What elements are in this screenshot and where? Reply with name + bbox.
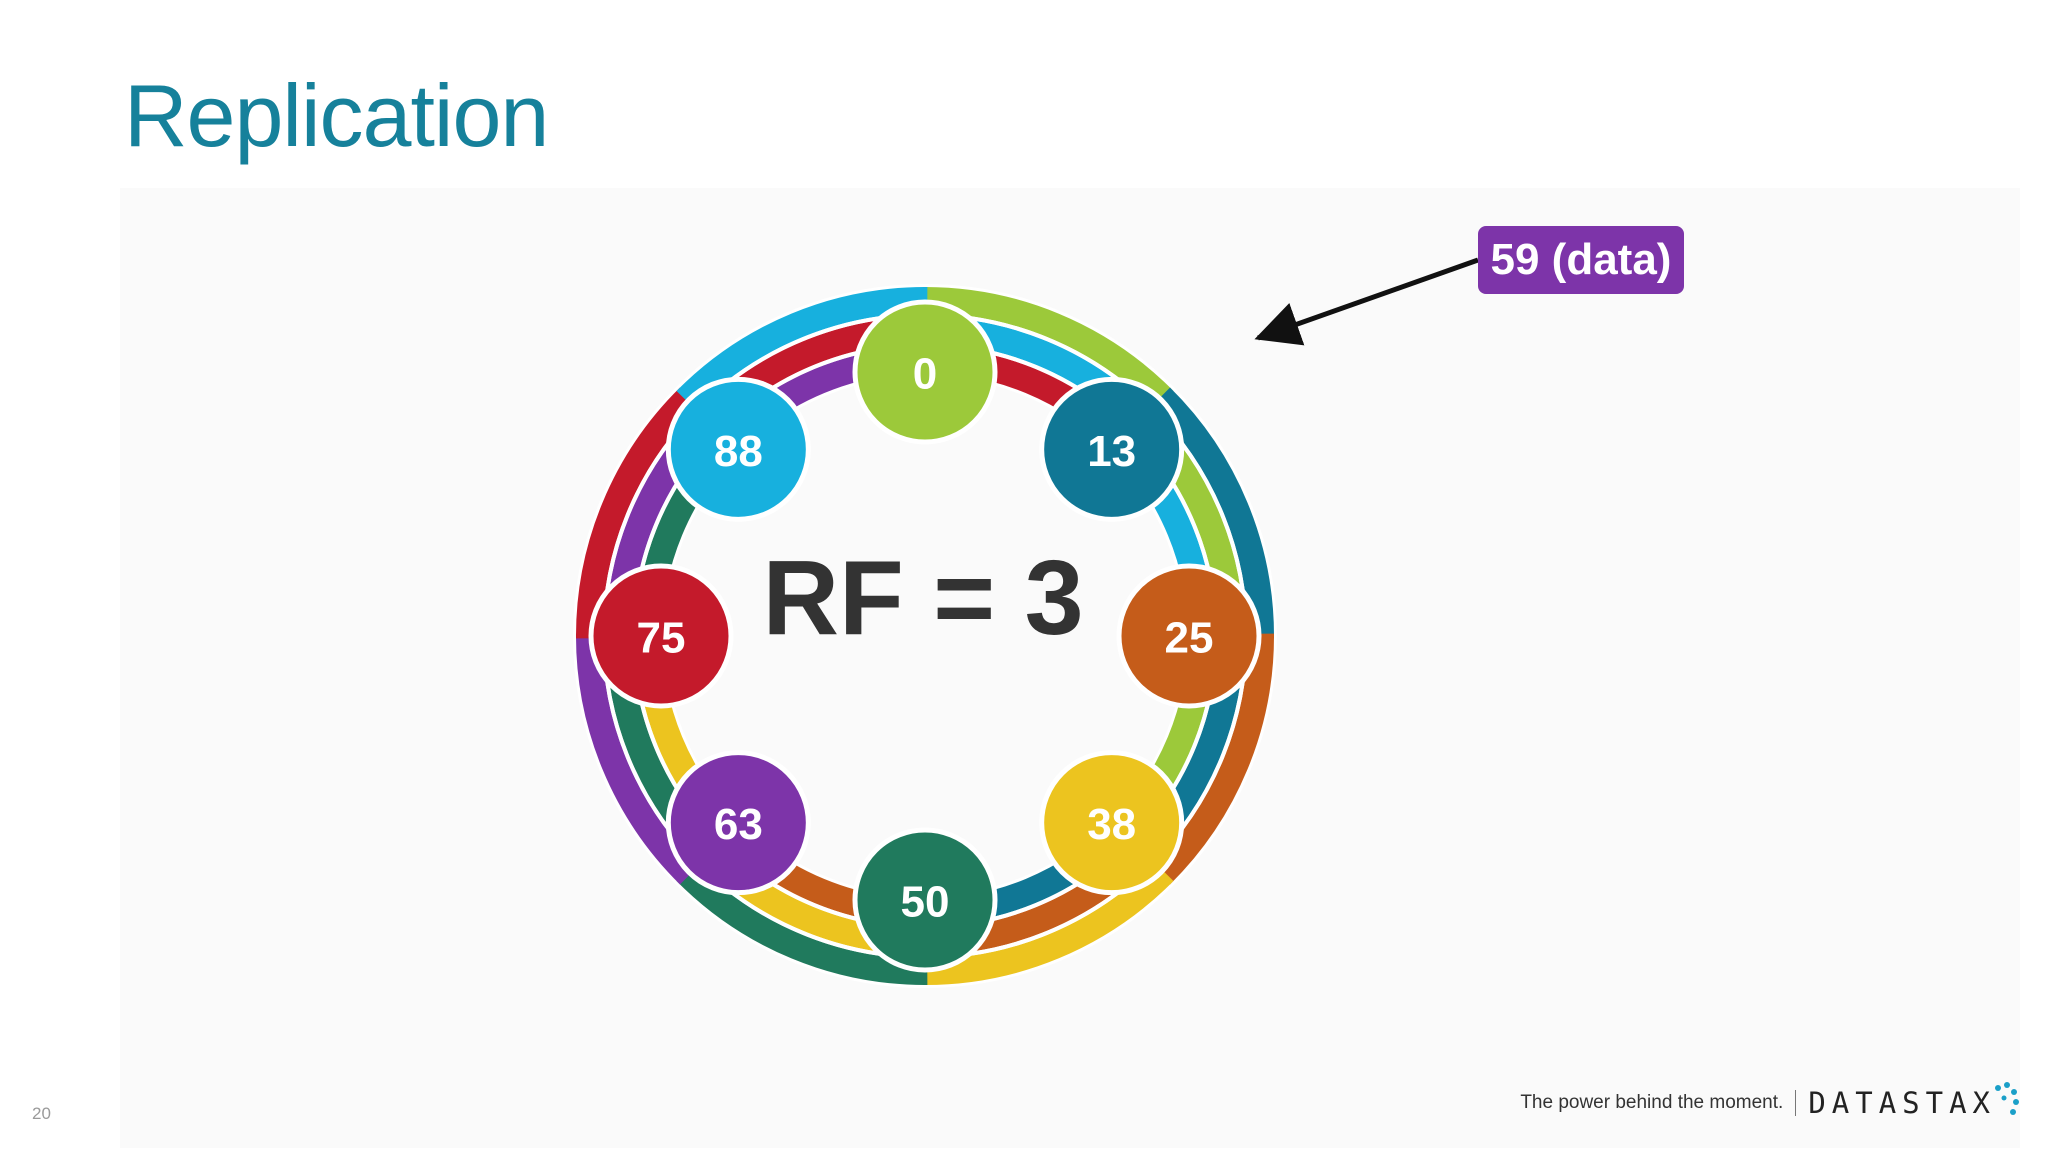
node-circle	[665, 376, 811, 522]
ring-node: 50	[852, 827, 998, 973]
replica-arc	[676, 286, 928, 410]
footer-separator	[1795, 1090, 1797, 1116]
footer-tagline: The power behind the moment.	[1520, 1092, 1784, 1113]
ring-node: 0	[852, 299, 998, 445]
node-token-label: 13	[1087, 427, 1136, 476]
ring-nodes: 0 13 25 38 50 63 75 88	[588, 299, 1262, 973]
replica-arc	[1151, 387, 1275, 639]
node-circle	[588, 563, 734, 709]
node-circle	[852, 827, 998, 973]
ring-node: 13	[1039, 376, 1185, 522]
arrow-pointer-icon	[1254, 257, 1479, 346]
replica-arc	[575, 387, 699, 639]
ring-node: 25	[1116, 563, 1262, 709]
node-token-label: 50	[901, 878, 950, 927]
node-token-label: 63	[714, 800, 763, 849]
replica-arc	[922, 862, 1174, 986]
footer-brand: The power behind the moment. DATASTAX	[1520, 1082, 2020, 1124]
replica-arc	[676, 862, 928, 986]
datastax-logo-dots-icon	[1995, 1082, 2019, 1115]
ring-node: 38	[1039, 750, 1185, 896]
replica-arc	[1151, 633, 1275, 885]
ring-node: 63	[665, 750, 811, 896]
node-token-label: 88	[714, 427, 763, 476]
node-token-label: 25	[1165, 614, 1214, 663]
node-circle	[1039, 750, 1185, 896]
data-badge: 59 (data)	[1478, 226, 1684, 294]
replica-arc	[922, 286, 1174, 410]
replica-arc	[575, 633, 699, 885]
rf-label: RF = 3	[762, 539, 1083, 657]
node-token-label: 38	[1087, 800, 1136, 849]
slide-number: 20	[32, 1104, 51, 1123]
brand-wordmark: DATASTAX	[1808, 1086, 1996, 1120]
ring-node: 88	[665, 376, 811, 522]
node-circle	[665, 750, 811, 896]
node-circle	[1039, 376, 1185, 522]
node-circle	[852, 299, 998, 445]
ring-node: 75	[588, 563, 734, 709]
node-token-label: 75	[637, 614, 686, 663]
slide-title: Replication	[124, 66, 549, 165]
node-circle	[1116, 563, 1262, 709]
node-token-label: 0	[913, 350, 937, 399]
